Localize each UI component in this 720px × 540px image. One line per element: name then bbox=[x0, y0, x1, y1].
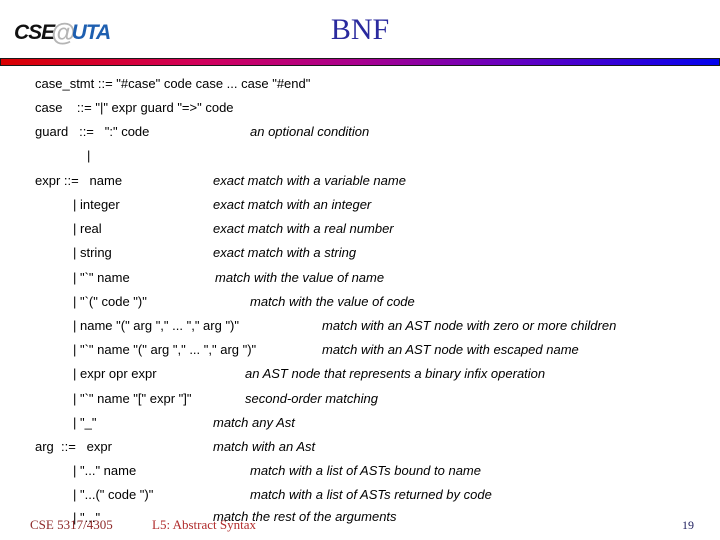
grammar-annotation: exact match with a string bbox=[213, 245, 357, 260]
header-divider-bar bbox=[0, 58, 720, 66]
grammar-annotation: match with a list of ASTs bound to name bbox=[250, 463, 481, 478]
grammar-line: | "_" bbox=[73, 415, 97, 430]
grammar-annotation: match with an Ast bbox=[213, 439, 316, 454]
grammar-annotation: match any Ast bbox=[213, 415, 295, 430]
grammar-line: | "...(" code ")" bbox=[73, 487, 154, 502]
grammar-line: expr ::= name bbox=[35, 173, 123, 188]
grammar-annotation: exact match with a variable name bbox=[213, 173, 406, 188]
logo-uta-text: UTA bbox=[71, 21, 112, 44]
grammar-line: | integer bbox=[73, 197, 120, 212]
grammar-annotation: match with the value of code bbox=[250, 294, 415, 309]
grammar-line: | string bbox=[73, 245, 112, 260]
grammar-line: | "..." bbox=[73, 510, 101, 525]
grammar-annotation: exact match with a real number bbox=[213, 221, 394, 236]
grammar-line: | "..." name bbox=[73, 463, 137, 478]
grammar-line: | real bbox=[73, 221, 102, 236]
grammar-annotation: exact match with an integer bbox=[213, 197, 372, 212]
logo-at-icon: @ bbox=[51, 19, 76, 47]
grammar-annotation: an AST node that represents a binary inf… bbox=[245, 366, 546, 381]
grammar-line: | expr opr expr bbox=[73, 366, 157, 381]
logo-cse-text: CSE bbox=[14, 21, 55, 44]
footer-course-label: CSE 5317/4305 bbox=[30, 517, 113, 532]
grammar-line: | name "(" arg "," ... "," arg ")" bbox=[73, 318, 240, 333]
grammar-line: case_stmt ::= "#case" code case ... case… bbox=[35, 76, 311, 91]
grammar-annotation: match the rest of the arguments bbox=[213, 509, 397, 524]
grammar-line: guard ::= ":" code bbox=[35, 124, 150, 139]
slide-title: BNF bbox=[330, 13, 390, 46]
grammar-annotation: match with an AST node with zero or more… bbox=[322, 318, 617, 333]
grammar-annotation: second-order matching bbox=[245, 391, 378, 406]
footer-lecture-label: L5: Abstract Syntax bbox=[152, 517, 256, 532]
grammar-line: case ::= "|" expr guard "=>" code bbox=[35, 100, 234, 115]
grammar-line: arg ::= expr bbox=[35, 439, 112, 454]
grammar-annotation: match with a list of ASTs returned by co… bbox=[250, 487, 492, 502]
grammar-line: | "`(" code ")" bbox=[73, 294, 147, 309]
cseuta-logo: CSE@UTA bbox=[14, 19, 112, 48]
grammar-annotation: an optional condition bbox=[250, 124, 370, 139]
grammar-line: | bbox=[87, 148, 91, 163]
grammar-line: | "`" name "(" arg "," ... "," arg ")" bbox=[73, 342, 257, 357]
grammar-annotation: match with an AST node with escaped name bbox=[322, 342, 579, 357]
grammar-line: | "`" name bbox=[73, 270, 130, 285]
footer-page-number: 19 bbox=[682, 518, 694, 532]
grammar-line: | "`" name "[" expr "]" bbox=[73, 391, 192, 406]
grammar-annotation: match with the value of name bbox=[215, 270, 385, 285]
